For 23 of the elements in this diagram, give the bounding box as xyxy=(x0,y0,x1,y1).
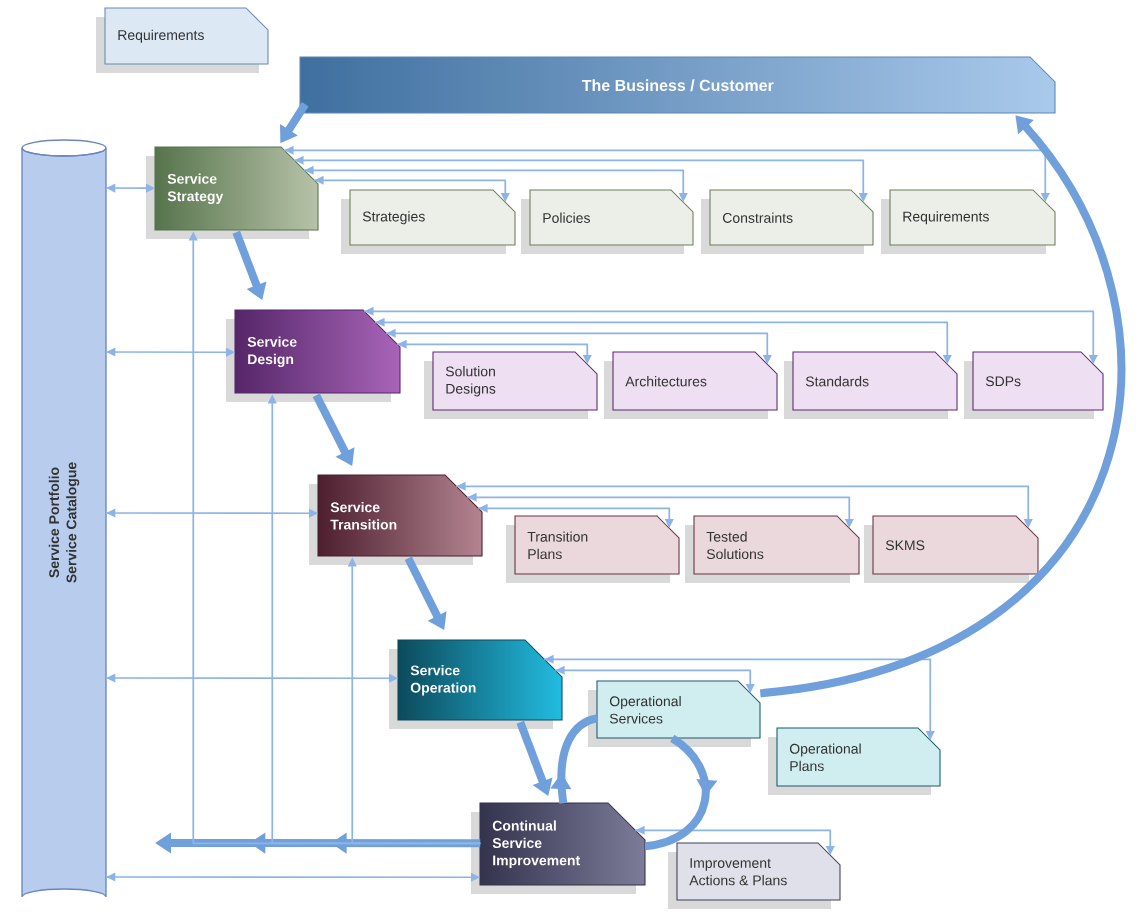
document-box: Operational Plans xyxy=(768,727,941,795)
document-box: Improvement Actions & Plans xyxy=(668,842,841,909)
document-box: Requirements xyxy=(881,189,1056,254)
process-box: Service Operation xyxy=(389,639,563,729)
arrow xyxy=(644,735,718,851)
document-box: Operational Services xyxy=(588,680,761,747)
document-box: Tested Solutions xyxy=(685,515,860,583)
document-box: Standards xyxy=(784,351,958,419)
document-box: Transition Plans xyxy=(506,515,680,583)
document-box: Policies xyxy=(521,189,694,254)
process-box: Service Transition xyxy=(309,474,483,565)
document-box: Solution Designs xyxy=(424,351,598,419)
document-box: Constraints xyxy=(701,189,874,254)
document-box: Architectures xyxy=(604,351,778,419)
banner: The Business / Customer xyxy=(299,56,1056,114)
process-box: Service Strategy xyxy=(146,146,319,239)
process-box: Service Design xyxy=(226,309,401,402)
document-box: SKMS xyxy=(864,515,1039,583)
document-box: SDPs xyxy=(964,351,1104,419)
cylinder: Service Portfolio Service Catalogue xyxy=(21,139,107,898)
document-box: Requirements xyxy=(96,7,269,73)
process-box: Continual Service Improvement xyxy=(471,802,646,894)
document-box: Strategies xyxy=(341,189,516,254)
